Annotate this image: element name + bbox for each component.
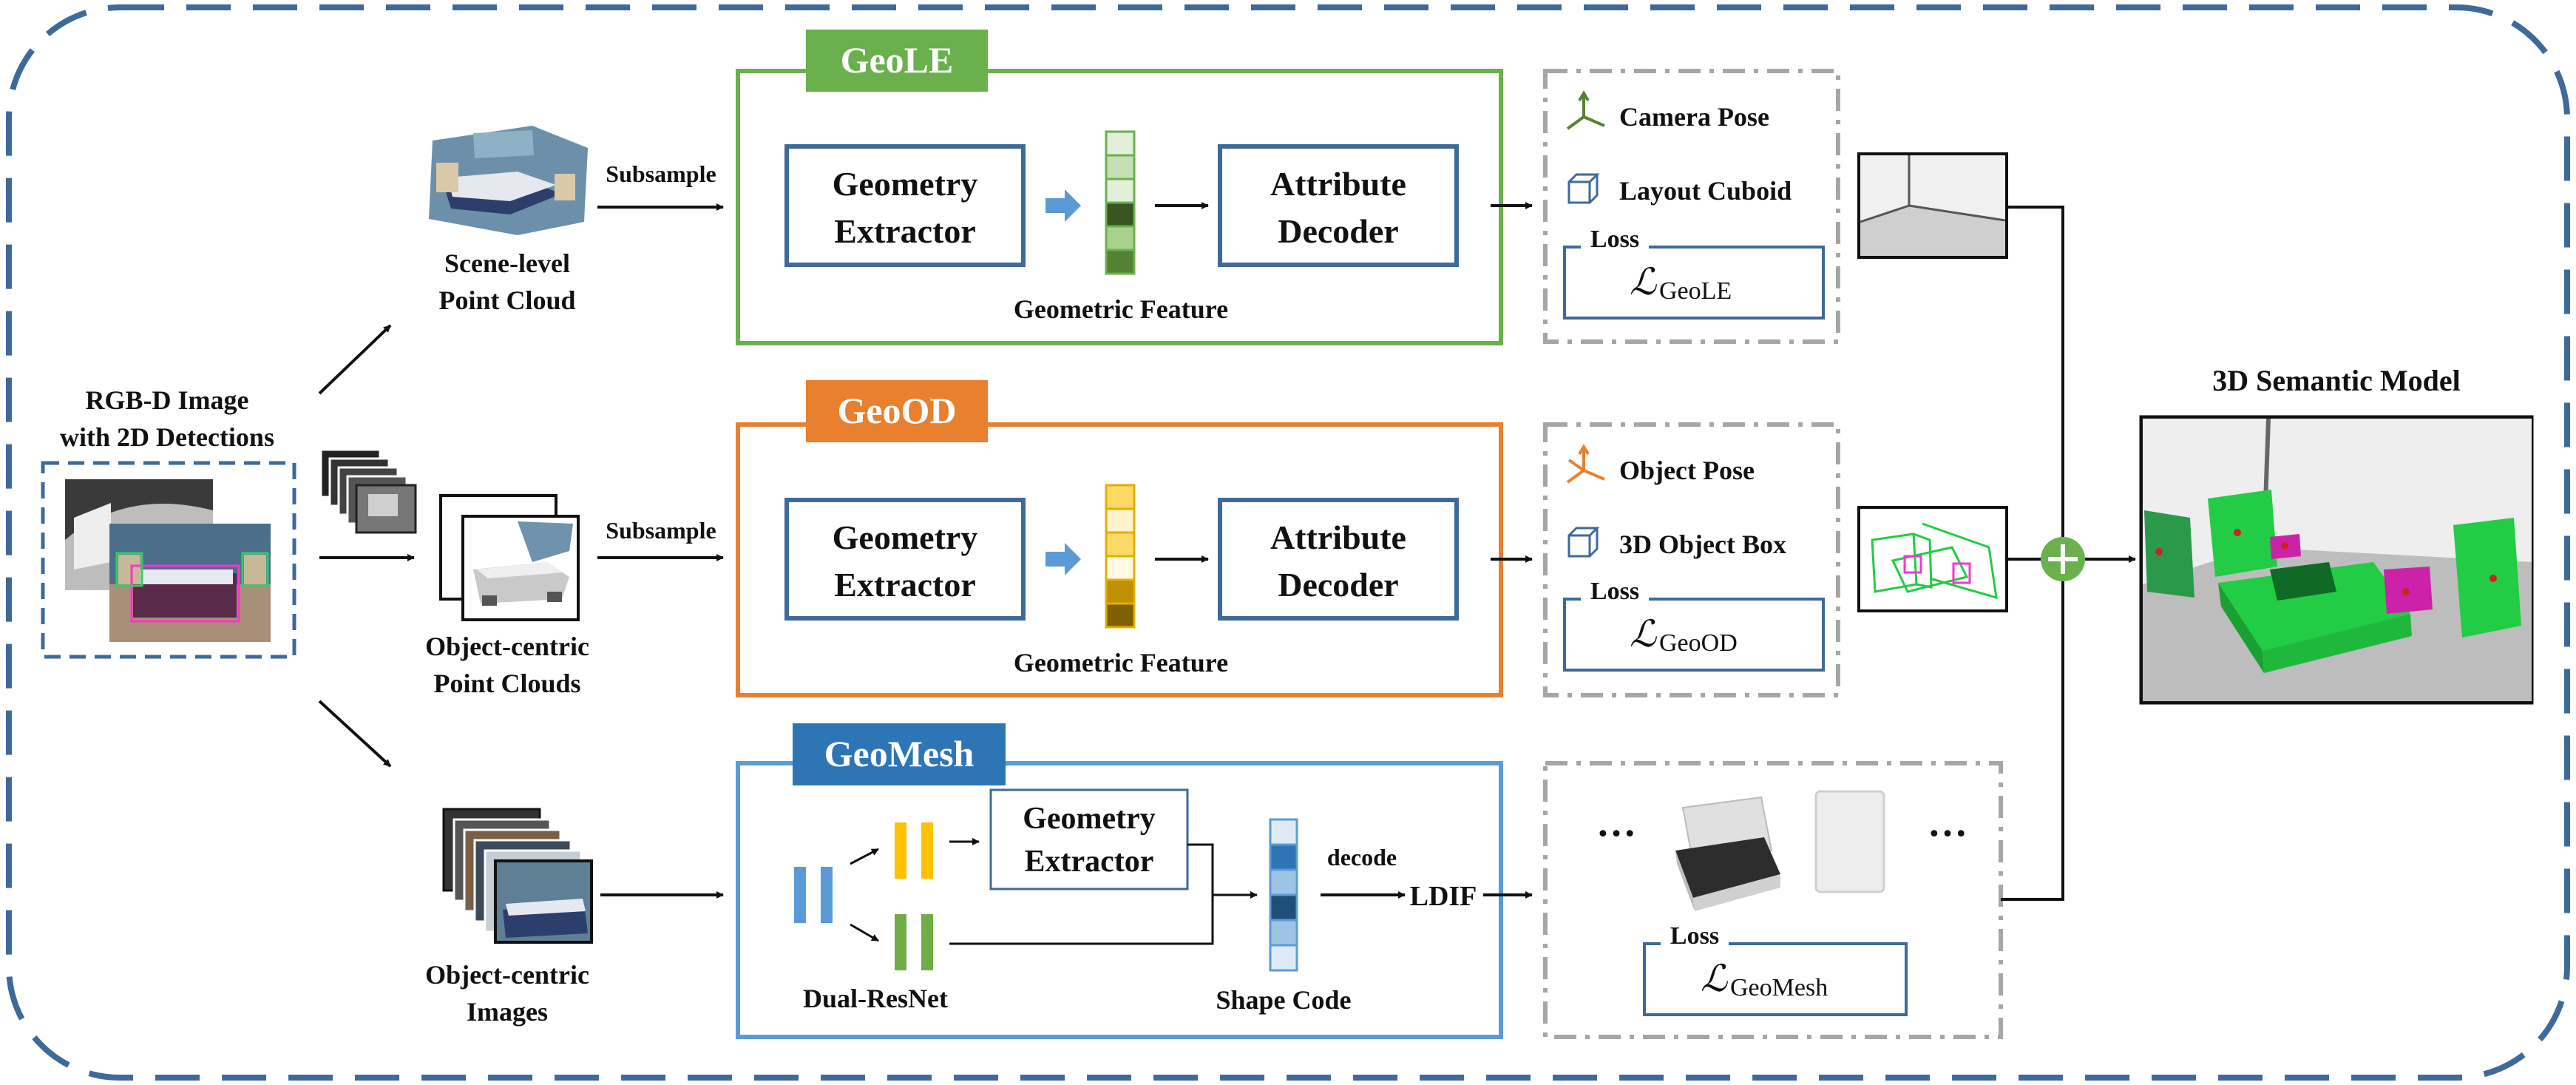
geomesh-extractor-to-code: [1187, 843, 1258, 899]
geood-title-badge: [806, 380, 988, 442]
geood-title: GeoOD: [837, 390, 956, 431]
input-image-frame: [41, 461, 296, 659]
geood-decoder-line1: Attribute: [1270, 518, 1406, 556]
geole-loss-symbol: ℒ: [1630, 261, 1657, 302]
geomesh-extractor-line2: Extractor: [1025, 845, 1154, 879]
layout-cuboid-icon: [1567, 173, 1600, 204]
geood-loss-title: Loss: [1590, 578, 1639, 605]
geood-loss-symbol: ℒ: [1630, 613, 1657, 655]
input-title-line2: with 2D Detections: [60, 422, 274, 452]
subsample-label-1: Subsample: [606, 160, 716, 187]
subsample-label-2: Subsample: [606, 517, 716, 544]
outer-dashed-frame: [6, 4, 2570, 1081]
geole-extractor-line1: Geometry: [833, 165, 978, 203]
geomesh-arrow-up: [850, 848, 879, 865]
geomesh-ldif-label: LDIF: [1410, 881, 1477, 912]
objimg-label-line1: Object-centric: [425, 960, 589, 990]
geole-loss-box: [1563, 246, 1825, 320]
geomesh-loss-box: [1643, 942, 1908, 1016]
geomesh-arrow-down: [850, 923, 879, 942]
geomesh-extractor-line1: Geometry: [1023, 802, 1156, 836]
geole-output-panel: [1543, 69, 1840, 344]
camera-pose-label: Camera Pose: [1619, 102, 1769, 132]
geomesh-loss-symbol: ℒ: [1701, 958, 1728, 999]
layout-cuboid-label: Layout Cuboid: [1619, 176, 1792, 206]
object-pose-icon: [1566, 444, 1605, 484]
geomesh-extractor-box: [989, 788, 1189, 890]
object-pose-label: Object Pose: [1619, 456, 1755, 485]
geole-decoder-line1: Attribute: [1270, 165, 1406, 203]
geole-feature-label: Geometric Feature: [1014, 294, 1228, 324]
geood-loss-box: [1563, 598, 1825, 672]
camera-pose-icon: [1566, 90, 1605, 130]
rgbd-image-thumbnail: [65, 479, 271, 642]
arrow-to-scene: [318, 324, 392, 395]
geole-blue-arrow: [1045, 189, 1081, 222]
layout-thumbnail: [1857, 152, 2008, 259]
geole-title-badge: [806, 30, 988, 92]
geood-extractor-line1: Geometry: [833, 518, 978, 556]
geomesh-loss-sub: GeoMesh: [1730, 974, 1828, 1001]
geood-extractor-box: [784, 498, 1026, 621]
geomesh-green-to-code: [949, 895, 1214, 945]
object-point-clouds-thumbnail: [439, 494, 580, 621]
geole-loss-title: Loss: [1590, 226, 1639, 253]
geole-loss-sub: GeoLE: [1659, 277, 1732, 305]
object-box-icon: [1567, 527, 1600, 558]
scene-label-line1: Scene-level: [444, 249, 570, 278]
result-title: 3D Semantic Model: [2212, 364, 2461, 397]
geood-loss-sub: GeoOD: [1659, 629, 1738, 657]
mesh-ellipsis-left: …: [1596, 800, 1636, 845]
geole-title: GeoLE: [841, 39, 954, 81]
geomesh-resnet-label: Dual-ResNet: [803, 984, 948, 1013]
geole-decoder-box: [1218, 144, 1459, 267]
geood-feature-label: Geometric Feature: [1014, 648, 1228, 677]
geomesh-loss-title: Loss: [1670, 922, 1719, 950]
geomesh-green-bars: [895, 914, 933, 970]
geomesh-yellow-bars: [895, 822, 933, 879]
cabinet-mesh-thumbnail: [1814, 790, 1885, 893]
geood-output-panel: [1543, 422, 1840, 697]
objimg-label-line2: Images: [467, 997, 548, 1027]
geole-extractor-box: [784, 144, 1026, 267]
geood-loss-title-bg: [1581, 577, 1649, 606]
geood-decoder-line2: Decoder: [1278, 566, 1398, 604]
geole-extractor-line2: Extractor: [834, 212, 976, 250]
geomesh-module-box: [736, 761, 1503, 1039]
input-title-line1: RGB-D Image: [86, 385, 249, 415]
geomesh-loss-title-bg: [1661, 922, 1729, 951]
bed-mesh-thumbnail: [1675, 796, 1780, 911]
semantic-model-render: [2139, 415, 2534, 705]
object-boxes-thumbnail: [1857, 506, 2008, 612]
connector-layout: [2007, 206, 2064, 559]
arrow-to-objimg-line: [318, 700, 392, 768]
geomesh-title-badge: [793, 723, 1006, 785]
object-images-stack: [442, 808, 593, 944]
objpc-label-line2: Point Clouds: [433, 669, 580, 698]
object-crops-stack: [319, 448, 417, 534]
geood-extractor-line2: Extractor: [834, 566, 976, 604]
geole-feature-vector: [1105, 130, 1136, 275]
objpc-label-line1: Object-centric: [425, 632, 589, 661]
connector-mesh: [2001, 559, 2064, 901]
fusion-plus-icon: [2041, 537, 2085, 581]
geomesh-title: GeoMesh: [824, 733, 975, 774]
geood-feature-vector: [1105, 484, 1136, 629]
geood-decoder-box: [1218, 498, 1459, 621]
geole-decoder-line2: Decoder: [1278, 212, 1398, 250]
geood-blue-arrow: [1045, 543, 1081, 575]
geomesh-input-bars: [794, 867, 833, 923]
geole-loss-title-bg: [1581, 225, 1649, 254]
object-box-label: 3D Object Box: [1619, 530, 1786, 559]
geomesh-decode-label: decode: [1327, 844, 1397, 871]
mesh-ellipsis-right: …: [1928, 800, 1967, 845]
scene-point-cloud-thumbnail: [429, 126, 588, 235]
scene-label-line2: Point Cloud: [438, 285, 575, 315]
geomesh-shape-code-vector: [1269, 818, 1298, 972]
geomesh-shape-code-label: Shape Code: [1216, 985, 1351, 1015]
